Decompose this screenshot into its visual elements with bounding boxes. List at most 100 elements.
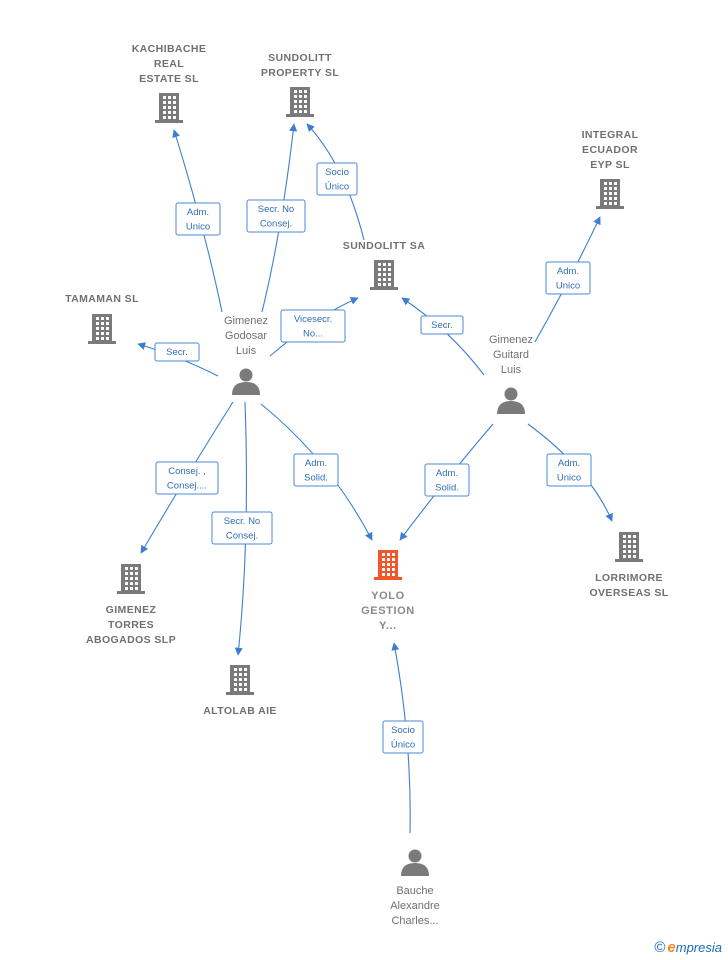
edge-label-box [420,315,464,335]
edge-label[interactable]: Secr. No Consej. [246,199,306,233]
node-label: KACHIBACHE [132,43,207,55]
node-gimenez_torres[interactable]: GIMENEZ TORRES ABOGADOS SLP [86,564,176,646]
edge-label-text: Adm. [557,266,579,277]
edge-label-box [546,453,592,487]
node-label: PROPERTY SL [261,67,339,79]
edge-label-text: Único [325,182,349,193]
nodes-layer: KACHIBACHE REAL ESTATE SL SUNDOLITTPROPERTY… [65,43,668,928]
node-label: Godosar [225,330,268,342]
edge-label[interactable]: Consej. , Consej.... [155,461,219,495]
node-label: INTEGRAL [582,129,639,141]
edge-label-box [382,720,424,754]
node-label: ALTOLAB AIE [203,705,277,717]
node-label: Charles... [391,915,438,927]
edge-label[interactable]: Adm.Unico [175,202,221,236]
building-icon[interactable] [226,665,254,695]
copyright-icon: © [654,939,666,956]
node-label: Guitard [493,349,529,361]
node-label: OVERSEAS SL [589,587,668,599]
edge-label[interactable]: Adm. Solid. [424,463,470,497]
building-icon[interactable] [88,314,116,344]
edge-label-box [280,309,346,343]
edge-label-text: Secr. No [258,204,294,215]
edge-label-text: Consej. [260,219,292,230]
edge-label-text: Socio [325,167,349,178]
edge-label-text: Secr. No [224,516,260,527]
edge-label[interactable]: Adm.Unico [545,261,591,295]
building-icon[interactable] [286,87,314,117]
edge-label-text: Solid. [435,483,459,494]
node-label: REAL [154,58,184,70]
edge-label[interactable]: Secr. [154,342,200,362]
edge-label-text: Único [391,740,415,751]
edge-label-box [293,453,339,487]
edge-label-box [175,202,221,236]
edge-label-box [316,162,358,196]
building-icon[interactable] [155,93,183,123]
node-label: EYP SL [590,159,630,171]
node-bauche[interactable]: BaucheAlexandreCharles... [390,849,440,928]
edge-label-box [545,261,591,295]
node-label: Bauche [396,885,433,897]
empresia-watermark[interactable]: ©empresia [654,939,722,956]
node-label: GIMENEZ [106,604,157,616]
node-label: Gimenez [224,315,268,327]
person-icon[interactable] [497,387,525,415]
node-label: TORRES [108,619,154,631]
building-icon[interactable] [596,179,624,209]
edge-label-box [155,461,219,495]
edge-label-text: Consej. , [168,466,206,477]
node-lorrimore[interactable]: LORRIMORE OVERSEAS SL [589,532,668,599]
edge-label-text: Vicesecr. [294,314,332,325]
node-kachibache[interactable]: KACHIBACHE REAL ESTATE SL [132,43,207,123]
brand-name: mpresia [675,940,722,955]
edge-label-box [154,342,200,362]
edge-label-text: No... [303,329,323,340]
building-icon[interactable] [117,564,145,594]
node-label: ESTATE SL [139,73,199,85]
edge-label-text: Secr. [166,347,188,358]
edge-label-text: Consej.... [167,481,207,492]
edge-label-text: Adm. [436,468,458,479]
node-label: Luis [236,345,257,357]
person-icon[interactable] [401,849,429,877]
edge-label-text: Solid. [304,473,328,484]
focus-building-icon[interactable] [374,550,402,580]
edge-gimenez_guitard-to-sundolitt_sa [401,297,485,376]
node-yolo[interactable]: YOLOGESTIONY... [361,550,415,632]
node-altolab[interactable]: ALTOLAB AIE [203,665,277,717]
node-sundolitt_sa[interactable]: SUNDOLITT SA [343,240,425,290]
node-label: SUNDOLITT SA [343,240,425,252]
edge-label-text: Secr. [431,320,453,331]
node-label: YOLO [371,590,405,602]
edge-label-text: Adm. [305,458,327,469]
edge-label-text: Consej. [226,531,258,542]
node-label: ABOGADOS SLP [86,634,176,646]
node-integral[interactable]: INTEGRAL ECUADOR EYP SL [582,129,639,209]
person-icon[interactable] [232,368,260,396]
edge-label[interactable]: Vicesecr. No... [280,309,346,343]
brand-initial: e [667,939,676,956]
node-label: Gimenez [489,334,533,346]
node-label: GESTION [361,605,415,617]
node-label: LORRIMORE [595,572,663,584]
edge-label-text: Adm. [187,207,209,218]
building-icon[interactable] [370,260,398,290]
edge-label-text: Socio [391,725,415,736]
node-label: Luis [501,364,522,376]
node-label: TAMAMAN SL [65,293,139,305]
edge-label[interactable]: Secr. No Consej. [211,511,273,545]
edge-label[interactable]: Secr. [420,315,464,335]
node-label: Alexandre [390,900,440,912]
edge-label[interactable]: Adm. Solid. [293,453,339,487]
node-tamaman[interactable]: TAMAMAN SL [65,293,139,344]
edge-label[interactable]: Adm.Unico [546,453,592,487]
building-icon[interactable] [615,532,643,562]
node-label: ECUADOR [582,144,638,156]
